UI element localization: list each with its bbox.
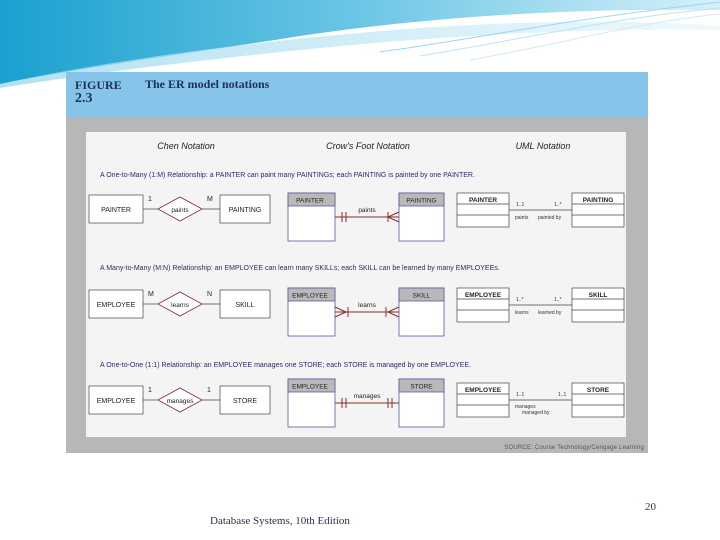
crows-entity-a-label: PAINTER bbox=[296, 198, 324, 205]
chen-cardinality-a: 1 bbox=[148, 387, 152, 394]
uml-role-b: painted by bbox=[538, 215, 562, 221]
uml-role-a: paints bbox=[515, 215, 529, 221]
chen-diagram: PAINTER paints PAINTING 1 M bbox=[88, 194, 271, 224]
figure-header: FIGURE 2.3 The ER model notations bbox=[66, 72, 648, 118]
chen-cardinality-a: 1 bbox=[148, 196, 152, 203]
er-notation-diagram: Chen Notation Crow's Foot Notation UML N… bbox=[88, 141, 625, 428]
chen-entity-a bbox=[88, 289, 144, 319]
chen-entity-b-label: SKILL bbox=[235, 302, 254, 309]
uml-role-a: manages bbox=[515, 404, 536, 410]
row-caption: A One-to-Many (1:M) Relationship: a PAIN… bbox=[100, 172, 475, 179]
chen-entity-b-label: PAINTING bbox=[229, 207, 262, 214]
figure-number: 2.3 bbox=[75, 91, 93, 106]
crows-relationship-label: learns bbox=[358, 302, 376, 309]
uml-class-a-label: PAINTER bbox=[469, 197, 497, 204]
uml-multiplicity-b: 1..1 bbox=[558, 392, 567, 398]
chen-relationship-label: manages bbox=[167, 398, 194, 405]
crows-foot-diagram: EMPLOYEE SKILL learns bbox=[287, 287, 445, 337]
footer-text: Database Systems, 10th Edition bbox=[210, 515, 350, 527]
page-number: 20 bbox=[645, 501, 656, 513]
crows-entity-a-header bbox=[287, 192, 336, 207]
chen-cardinality-a: M bbox=[148, 291, 154, 298]
figure-title: The ER model notations bbox=[145, 77, 270, 91]
crows-foot-diagram: PAINTER PAINTING paints bbox=[287, 192, 445, 242]
er-notation-panel: Chen Notation Crow's Foot Notation UML N… bbox=[86, 132, 626, 437]
figure-label: FIGURE 2.3 bbox=[75, 78, 122, 106]
crows-foot-diagram: EMPLOYEE STORE manages bbox=[287, 378, 445, 428]
column-heading-chen: Chen Notation bbox=[157, 141, 215, 151]
chen-entity-a-label: PAINTER bbox=[101, 207, 131, 214]
uml-class-b bbox=[571, 287, 625, 323]
crows-foot-many bbox=[387, 306, 400, 318]
row-caption: A One-to-One (1:1) Relationship: an EMPL… bbox=[100, 362, 471, 369]
uml-multiplicity-a: 1..* bbox=[516, 297, 524, 303]
row-caption: A Many-to-Many (M:N) Relationship: an EM… bbox=[100, 265, 500, 272]
uml-diagram: PAINTER PAINTING 1..1 1..* paints painte… bbox=[456, 192, 625, 228]
uml-class-b-label: SKILL bbox=[589, 292, 608, 299]
crows-foot-many bbox=[387, 211, 400, 223]
chen-cardinality-b: 1 bbox=[207, 387, 211, 394]
chen-entity-b bbox=[219, 289, 271, 319]
uml-class-a bbox=[456, 287, 510, 323]
uml-class-b-label: PAINTING bbox=[583, 197, 614, 204]
chen-entity-b-label: STORE bbox=[233, 398, 257, 405]
uml-multiplicity-a: 1..1 bbox=[516, 392, 525, 398]
crows-entity-b-label: SKILL bbox=[413, 293, 431, 300]
uml-class-a bbox=[456, 382, 510, 418]
chen-relationship-label: paints bbox=[171, 207, 189, 214]
crows-relationship-label: manages bbox=[354, 393, 381, 400]
uml-diagram: EMPLOYEE STORE 1..1 1..1 manages managed… bbox=[456, 382, 625, 418]
crows-entity-b-label: PAINTING bbox=[406, 198, 436, 205]
uml-class-b bbox=[571, 192, 625, 228]
crows-entity-a-label: EMPLOYEE bbox=[292, 384, 328, 391]
column-heading-crows-foot: Crow's Foot Notation bbox=[326, 141, 410, 151]
figure-source: SOURCE: Course Technology/Cengage Learni… bbox=[504, 445, 644, 451]
row-one-to-many: A One-to-Many (1:M) Relationship: a PAIN… bbox=[88, 172, 625, 242]
chen-entity-b bbox=[219, 385, 271, 415]
figure-2-3: FIGURE 2.3 The ER model notations Chen N… bbox=[66, 72, 648, 453]
chen-cardinality-b: M bbox=[207, 196, 213, 203]
uml-role-a: learns bbox=[515, 310, 529, 316]
crows-entity-b-header bbox=[398, 378, 445, 393]
crows-entity-a-header bbox=[287, 378, 336, 393]
chen-diagram: EMPLOYEE learns SKILL M N bbox=[88, 289, 271, 319]
chen-entity-a bbox=[88, 194, 144, 224]
crows-entity-b-header bbox=[398, 287, 445, 302]
uml-class-a-label: EMPLOYEE bbox=[465, 292, 502, 299]
row-one-to-one: A One-to-One (1:1) Relationship: an EMPL… bbox=[88, 362, 625, 428]
uml-multiplicity-b: 1..* bbox=[554, 297, 562, 303]
chen-entity-a-label: EMPLOYEE bbox=[97, 398, 136, 405]
decorative-swoosh bbox=[0, 0, 720, 88]
uml-role-b: managed by bbox=[522, 410, 550, 416]
crows-entity-a-header bbox=[287, 287, 336, 302]
chen-relationship-label: learns bbox=[171, 302, 189, 309]
crows-entity-b-label: STORE bbox=[410, 384, 433, 391]
uml-class-b bbox=[571, 382, 625, 418]
chen-entity-b bbox=[219, 194, 271, 224]
row-many-to-many: A Many-to-Many (M:N) Relationship: an EM… bbox=[88, 265, 625, 337]
uml-multiplicity-b: 1..* bbox=[554, 202, 562, 208]
chen-entity-a-label: EMPLOYEE bbox=[97, 302, 136, 309]
uml-class-b-label: STORE bbox=[587, 387, 610, 394]
chen-cardinality-b: N bbox=[207, 291, 212, 298]
uml-class-a-label: EMPLOYEE bbox=[465, 387, 502, 394]
chen-entity-a bbox=[88, 385, 144, 415]
figure-label-word: FIGURE bbox=[75, 78, 122, 92]
chen-diagram: EMPLOYEE manages STORE 1 1 bbox=[88, 385, 271, 415]
uml-role-b: learned by bbox=[538, 310, 562, 316]
crows-entity-b-header bbox=[398, 192, 445, 207]
uml-diagram: EMPLOYEE SKILL 1..* 1..* learns learned … bbox=[456, 287, 625, 323]
uml-multiplicity-a: 1..1 bbox=[516, 202, 525, 208]
crows-foot-many bbox=[334, 306, 347, 318]
uml-class-a bbox=[456, 192, 510, 228]
column-heading-uml: UML Notation bbox=[516, 141, 571, 151]
crows-relationship-label: paints bbox=[358, 207, 376, 214]
crows-entity-a-label: EMPLOYEE bbox=[292, 293, 328, 300]
